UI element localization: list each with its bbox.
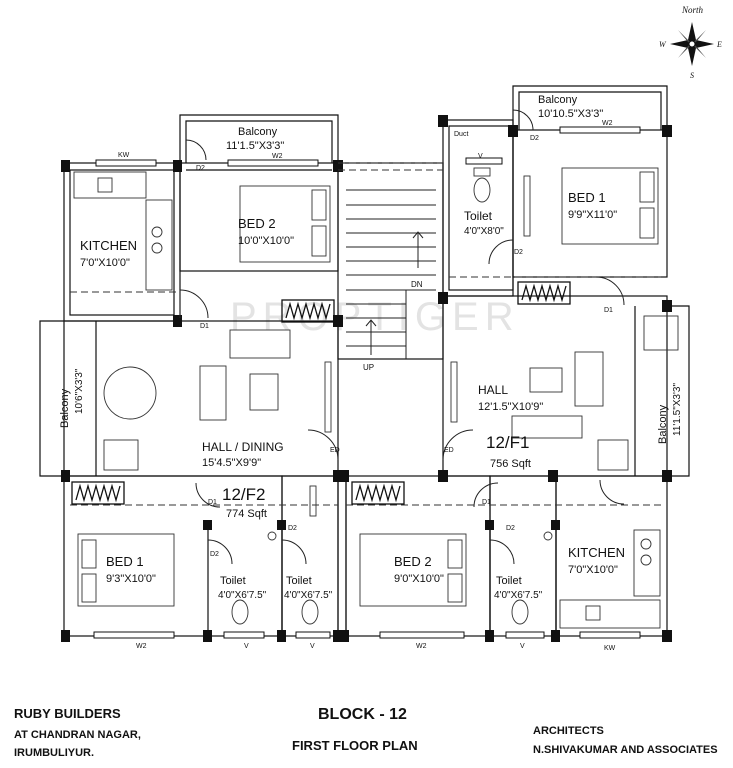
wall-posts <box>61 115 672 642</box>
tag-d2-toilet-top: D2 <box>514 249 523 256</box>
tag-v-b1: V <box>244 643 249 650</box>
balcony-top-left-dim: 11'1.5"X3'3" <box>226 140 284 152</box>
balcony-top-left-name: Balcony <box>238 126 278 138</box>
bed1-top-name: BED 1 <box>568 190 606 205</box>
door-swings <box>179 109 625 565</box>
tag-v-top: V <box>478 153 483 160</box>
tag-d1-bottom-left: D1 <box>208 499 217 506</box>
address-line-1: AT CHANDRAN NAGAR, <box>14 729 141 741</box>
compass-east: E <box>716 40 722 49</box>
kitchen-top-name: KITCHEN <box>80 238 137 253</box>
compass-icon <box>670 22 714 66</box>
kitchen-top-dim: 7'0"X10'0" <box>80 257 130 269</box>
toilet-b2-name: Toilet <box>286 575 312 587</box>
balcony-left-name: Balcony <box>59 388 71 428</box>
hall-dining-name: HALL / DINING <box>202 440 284 454</box>
architects-label: ARCHITECTS <box>533 725 604 737</box>
tag-w2-bottom-right: W2 <box>416 643 427 650</box>
tag-d1-right: D1 <box>604 307 613 314</box>
compass-south: S <box>690 71 694 80</box>
tag-w2-top-right: W2 <box>602 120 613 127</box>
toilet-top-name: Toilet <box>464 209 493 223</box>
wardrobes <box>71 281 571 505</box>
balcony-right-dim: 11'1.5"X3'3" <box>672 383 683 436</box>
tag-v-b3: V <box>520 643 525 650</box>
bed2-top-name: BED 2 <box>238 216 276 231</box>
bed1-bottom-name: BED 1 <box>106 554 144 569</box>
balcony-top-right-dim: 10'10.5"X3'3" <box>538 108 603 120</box>
opening-tags: KW W2 W2 D2 D2 Duct V D2 D1 D1 ED ED D1 … <box>118 120 616 652</box>
tag-w2-top-left: W2 <box>272 153 283 160</box>
windows <box>93 126 641 639</box>
flat-f1-area: 756 Sqft <box>490 458 531 470</box>
room-labels: Balcony 11'1.5"X3'3" Balcony 10'10.5"X3'… <box>59 94 683 601</box>
toilet-b2-dim: 4'0"X6'7.5" <box>284 590 333 601</box>
tag-v-b2: V <box>310 643 315 650</box>
bed2-bottom-name: BED 2 <box>394 554 432 569</box>
tag-ed-left: ED <box>330 447 340 454</box>
tag-kw-bottom: KW <box>604 645 616 652</box>
bed1-bottom-dim: 9'3"X10'0" <box>106 573 156 585</box>
flat-f2-area: 774 Sqft <box>226 508 267 520</box>
tag-d2-b1: D2 <box>210 551 219 558</box>
compass-north: North <box>681 5 704 15</box>
toilet-b1-dim: 4'0"X6'7.5" <box>218 590 267 601</box>
hall-name: HALL <box>478 383 508 397</box>
tag-d2-b3: D2 <box>506 525 515 532</box>
address-line-2: IRUMBULIYUR. <box>14 747 95 759</box>
block-title: BLOCK - 12 <box>318 706 407 723</box>
hall-dim: 12'1.5"X10'9" <box>478 401 543 413</box>
stair-up-label: UP <box>363 363 374 372</box>
kitchen-bottom-name: KITCHEN <box>568 545 625 560</box>
tag-d1-left: D1 <box>200 323 209 330</box>
tag-w2-bottom-left: W2 <box>136 643 147 650</box>
plan-title: FIRST FLOOR PLAN <box>292 738 418 753</box>
balcony-left-dim: 10'6"X3'3" <box>74 368 85 414</box>
hall-dining-dim: 15'4.5"X9'9" <box>202 457 261 469</box>
tag-d2-top-left: D2 <box>196 165 205 172</box>
architects-name: N.SHIVAKUMAR AND ASSOCIATES <box>533 744 718 756</box>
flat-f2-id: 12/F2 <box>222 485 265 504</box>
tag-kw-top: KW <box>118 152 130 159</box>
tag-ed-right: ED <box>444 447 454 454</box>
tag-d1-bottom-right: D1 <box>482 499 491 506</box>
balcony-top-right-name: Balcony <box>538 94 578 106</box>
dashed-lines <box>70 162 661 506</box>
walls <box>39 85 690 637</box>
furniture <box>73 167 679 629</box>
bed1-top-dim: 9'9"X11'0" <box>568 209 617 221</box>
toilet-b3-name: Toilet <box>496 575 522 587</box>
tag-d2-b2: D2 <box>288 525 297 532</box>
toilet-b3-dim: 4'0"X6'7.5" <box>494 590 543 601</box>
kitchen-bottom-dim: 7'0"X10'0" <box>568 564 618 576</box>
toilet-top-dim: 4'0"X8'0" <box>464 226 504 237</box>
staircase <box>346 189 436 359</box>
compass-west: W <box>659 40 667 49</box>
tag-d2-top-right: D2 <box>530 135 539 142</box>
tag-duct: Duct <box>454 131 468 138</box>
flat-f1-id: 12/F1 <box>486 433 529 452</box>
bed2-bottom-dim: 9'0"X10'0" <box>394 573 444 585</box>
stair-down-label: DN <box>411 280 423 289</box>
balcony-right-name: Balcony <box>657 404 669 444</box>
bed2-top-dim: 10'0"X10'0" <box>238 235 294 247</box>
toilet-b1-name: Toilet <box>220 575 246 587</box>
builder-name: RUBY BUILDERS <box>14 706 121 721</box>
